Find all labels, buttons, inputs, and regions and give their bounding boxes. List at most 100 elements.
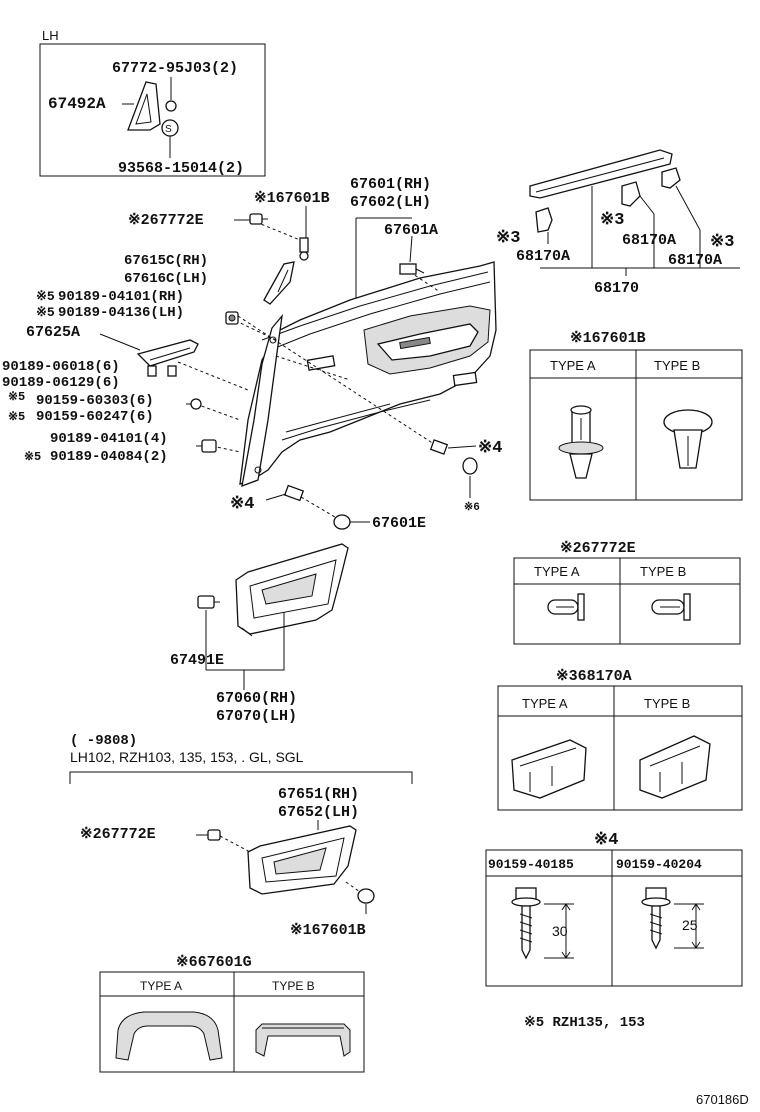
label-variant-67601b: ※167601B [290, 922, 366, 939]
label-90159-60303: 90159-60303(6) [36, 393, 154, 409]
clip-68170a-3 [661, 167, 681, 189]
label-67060-rh: 67060(RH) [216, 690, 297, 707]
t3-type-b: TYPE B [644, 696, 690, 711]
label-90189-04101-rh: 90189-04101(RH) [58, 289, 184, 305]
label-90159-60247: 90159-60247(6) [36, 409, 154, 425]
label-90189-04136-lh: 90189-04136(LH) [58, 305, 184, 321]
bolt-25-icon [641, 887, 704, 950]
label-67070-lh: 67070(LH) [216, 708, 297, 725]
label-68170a-c: 68170A [668, 252, 722, 269]
screw-left-4 [265, 484, 305, 502]
label-67625a: 67625A [26, 324, 80, 341]
clip-68170a-type-a-icon [511, 739, 587, 799]
clip-67772e [249, 213, 268, 225]
screw-90189-06018 [147, 365, 177, 377]
t1-type-a: TYPE A [550, 358, 596, 373]
clip-67601a [399, 263, 425, 275]
mark-5-d: ※5 [8, 410, 25, 424]
mark-4-right: ※4 [478, 439, 502, 458]
label-67601b-callout: ※167601B [254, 190, 330, 207]
label-67601-rh: 67601(RH) [350, 176, 431, 193]
clip-68170a-1 [535, 207, 553, 233]
table-67601b-title: ※167601B [570, 330, 646, 347]
clip-67772e-type-a-icon [547, 593, 585, 621]
label-90189-04101-4: 90189-04101(4) [50, 431, 168, 447]
clip-68170a-2 [621, 181, 641, 207]
label-67772e-callout: ※267772E [128, 212, 204, 229]
label-67491e: 67491E [170, 652, 224, 669]
table-68170a: ※368170A TYPE A TYPE B [497, 668, 743, 811]
label-90189-04084: 90189-04084(2) [50, 449, 168, 465]
weatherstrip-68170 [529, 149, 673, 199]
mark-4-left: ※4 [230, 495, 254, 514]
table-67601b: ※167601B TYPE A TYPE B [529, 330, 743, 501]
mark-5-e: ※5 [24, 450, 41, 464]
main-assembly: ※167601B 67601(RH) 67602(LH) ※267772E 67… [2, 176, 502, 532]
mark-5-a: ※5 [36, 289, 55, 304]
t6-type-b: TYPE B [272, 979, 315, 993]
label-90189-06018: 90189-06018(6) [2, 359, 120, 375]
lh-inset-frame [39, 43, 266, 177]
pull-handle-67625a [99, 333, 199, 367]
screw-90189-04101 [225, 311, 239, 325]
mark-6: ※6 [464, 501, 480, 514]
cap-67601e [333, 514, 370, 530]
label-68170a-a: 68170A [516, 248, 570, 265]
clip-68170a-type-b-icon [639, 735, 711, 799]
garnish-inner-shape [135, 93, 152, 125]
label-67601e: 67601E [372, 515, 426, 532]
table-bolts-title: ※4 [594, 831, 618, 850]
screw-90189-04084 [196, 439, 217, 453]
label-67602-lh: 67602(LH) [350, 194, 431, 211]
clip-variant-67601b [345, 881, 375, 914]
label-67616c: 67616C(LH) [124, 271, 208, 287]
table-67601g: ※667601G TYPE A TYPE B [99, 954, 365, 1073]
cap-67601g-type-a-icon [115, 1011, 223, 1061]
variant-section: ( -9808) LH102, RZH103, 135, 153, . GL, … [69, 733, 413, 939]
weatherstrip-assembly: ※3 68170A ※3 68170A ※3 68170A 68170 [496, 149, 740, 297]
bolt-a-length: 30 [552, 923, 568, 939]
t1-type-b: TYPE B [654, 358, 700, 373]
garnish-67492a-shape [127, 81, 161, 131]
mark-5-b: ※5 [36, 305, 55, 320]
variant-range: ( -9808) [70, 733, 137, 749]
label-67601a: 67601A [384, 222, 438, 239]
label-67652-lh: 67652(LH) [278, 804, 359, 821]
t2-type-a: TYPE A [534, 564, 580, 579]
front-panel-edge [241, 313, 283, 488]
label-variant-67772e: ※267772E [80, 826, 156, 843]
bolt-30-icon [511, 887, 574, 960]
label-67492a: 67492A [48, 95, 106, 113]
diagram-code: 670186D [696, 1092, 749, 1107]
label-67772-95j03: 67772-95J03(2) [112, 60, 238, 77]
bolt-a-number: 90159-40185 [488, 857, 574, 872]
table-67772e: ※267772E TYPE A TYPE B [513, 540, 741, 645]
label-90189-06129: 90189-06129(6) [2, 375, 120, 391]
label-68170: 68170 [594, 280, 639, 297]
lh-tag: LH [42, 28, 59, 43]
label-68170a-b: 68170A [622, 232, 676, 249]
garnish-67615c [263, 261, 295, 305]
t6-type-a: TYPE A [140, 979, 182, 993]
table-bolts: ※4 90159-40185 90159-40204 30 [485, 831, 743, 987]
clip-variant-67772e [196, 829, 251, 853]
clip-type-b-icon [663, 409, 713, 469]
note-5-models: ※5 RZH135, 153 [524, 1015, 645, 1031]
bolt-b-length: 25 [682, 917, 698, 933]
clip-67772e-type-b-icon [651, 593, 691, 621]
cap-67601g [462, 457, 478, 498]
t2-type-b: TYPE B [640, 564, 686, 579]
label-67615c: 67615C(RH) [124, 253, 208, 269]
table-68170a-title: ※368170A [556, 668, 632, 685]
clip-67601b-top [299, 237, 309, 261]
table-67601g-title: ※667601G [176, 954, 252, 971]
screw-s-letter: S [165, 124, 172, 135]
clip-67491e [197, 595, 220, 670]
clip-icon [165, 100, 177, 112]
bolt-b-number: 90159-40204 [616, 857, 702, 872]
lh-inset: LH 67772-95J03(2) 67492A 93568-15014(2) … [39, 28, 266, 177]
armrest-assembly: 67491E 67060(RH) 67070(LH) [170, 543, 349, 725]
clip-type-a-icon [558, 405, 604, 479]
